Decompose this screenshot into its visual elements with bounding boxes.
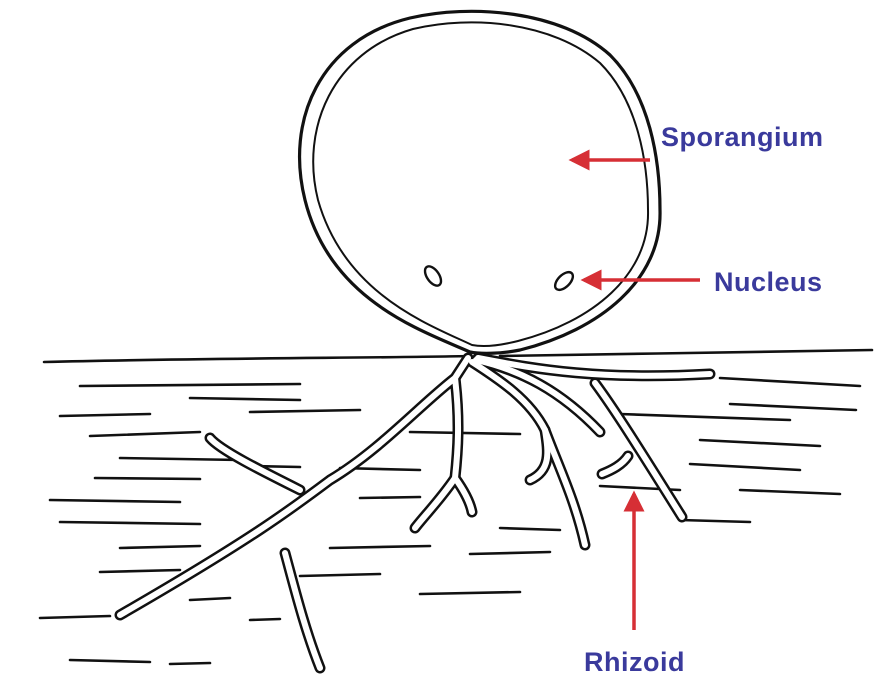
sporangium-label: Sporangium bbox=[661, 122, 824, 152]
nucleus-label: Nucleus bbox=[714, 267, 823, 297]
rhizoid-label: Rhizoid bbox=[584, 647, 685, 677]
nuclei bbox=[422, 264, 576, 293]
nucleus-right bbox=[552, 269, 576, 293]
labels: Sporangium Nucleus Rhizoid bbox=[584, 122, 824, 677]
label-arrows bbox=[572, 160, 700, 630]
rhizoid-system bbox=[120, 358, 710, 668]
nucleus-left bbox=[422, 264, 444, 289]
sporangium-body bbox=[300, 11, 661, 353]
